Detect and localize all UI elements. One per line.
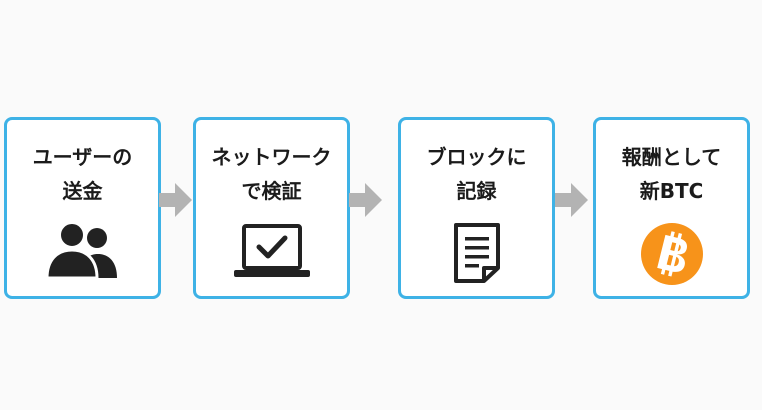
step-label-line2: で検証: [241, 179, 302, 203]
step-network-verify-box: ネットワーク で検証: [193, 117, 350, 299]
step-label: ネットワーク で検証: [196, 140, 347, 208]
step-label-line1: 報酬として: [621, 145, 722, 169]
step-user-send-box: ユーザーの 送金: [4, 117, 161, 299]
step-label: 報酬として 新BTC: [596, 140, 747, 208]
step-reward-box: 報酬として 新BTC: [593, 117, 750, 299]
document-icon: [453, 223, 500, 283]
arrow-right-icon: [349, 183, 382, 217]
step-label-line1: ユーザーの: [32, 145, 133, 169]
step-block-record-box: ブロックに 記録: [398, 117, 555, 299]
step-label-line2: 送金: [62, 179, 103, 203]
step-label: ユーザーの 送金: [7, 140, 158, 208]
step-label-line1: ブロックに: [426, 145, 527, 169]
users-icon: [44, 222, 117, 278]
bitcoin-icon: [640, 223, 703, 285]
step-label-line1: ネットワーク: [211, 145, 332, 169]
arrow-right-icon: [555, 183, 588, 217]
arrow-right-icon: [159, 183, 192, 217]
step-label: ブロックに 記録: [401, 140, 552, 208]
laptop-check-icon: [233, 224, 310, 277]
step-label-line2: 新BTC: [639, 179, 704, 203]
step-label-line2: 記録: [456, 179, 497, 203]
